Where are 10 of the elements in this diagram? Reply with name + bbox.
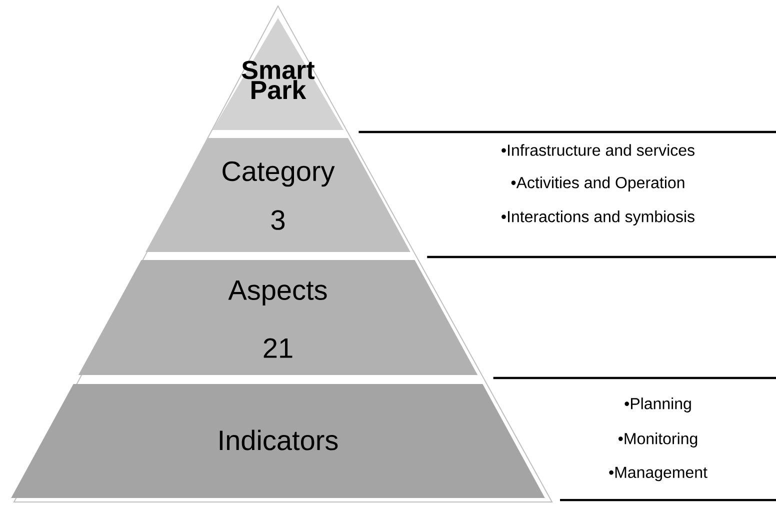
bullet-item: •Activities and Operation: [511, 176, 684, 192]
pyramid-level: Aspects 21: [78, 260, 478, 375]
bullet-item: •Monitoring: [618, 432, 698, 448]
bullet-item: •Infrastructure and services: [502, 144, 694, 156]
bullet-item: •Interactions and symbiosis: [502, 210, 694, 226]
bullet-item: •Management: [609, 466, 708, 482]
pyramid-level: Category 3: [146, 138, 410, 252]
bullet-item: •Planning: [624, 398, 691, 412]
pyramid-level: Smart Park: [212, 18, 344, 130]
pyramid-level: Indicators: [11, 384, 545, 498]
